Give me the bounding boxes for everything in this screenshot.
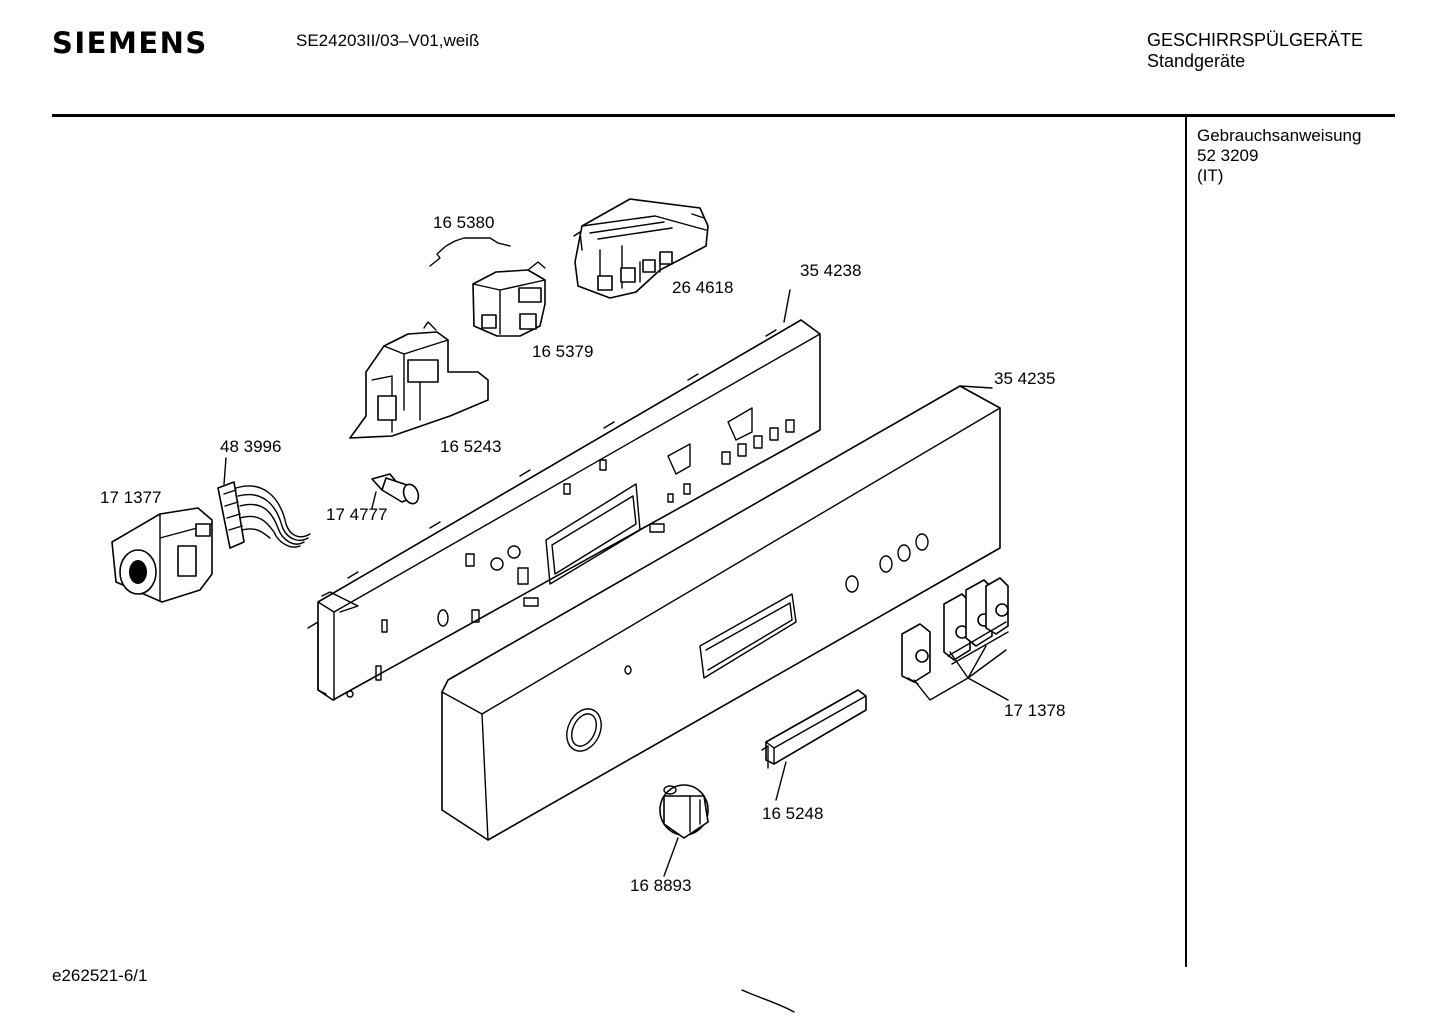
part-264618-switch-block xyxy=(573,198,709,299)
doc-title: Gebrauchsanweisung xyxy=(1197,126,1362,145)
label-264618: 26 4618 xyxy=(672,278,733,297)
part-171378-buttons xyxy=(901,577,1009,685)
model-number: SE24203II/03–V01,weiß xyxy=(296,31,480,50)
part-165380-spring xyxy=(429,237,511,267)
doc-number: 52 3209 xyxy=(1197,146,1259,165)
part-354235-front-panel xyxy=(441,385,1001,841)
brand-logo: SIEMENS xyxy=(52,26,208,60)
part-174777-lamp xyxy=(371,473,420,505)
part-165243-bracket xyxy=(349,321,489,439)
label-171378: 17 1378 xyxy=(1004,701,1065,720)
label-171377: 17 1377 xyxy=(100,488,161,507)
part-354238-inner-panel xyxy=(307,319,821,701)
category-line-2: Standgeräte xyxy=(1147,51,1246,71)
header-divider xyxy=(52,114,1395,117)
documentation-note: Gebrauchsanweisung 52 3209 (IT) xyxy=(1197,126,1361,186)
part-168893-knob xyxy=(659,784,709,839)
label-165380: 16 5380 xyxy=(433,213,494,232)
part-165379-housing xyxy=(472,261,546,337)
doc-language: (IT) xyxy=(1197,166,1224,185)
part-165248-cover xyxy=(761,689,867,769)
part-171377-selector xyxy=(111,507,213,603)
appliance-category: GESCHIRRSPÜLGERÄTE Standgeräte xyxy=(1147,30,1363,72)
label-168893: 16 8893 xyxy=(630,876,691,895)
label-483996: 48 3996 xyxy=(220,437,281,456)
label-165379: 16 5379 xyxy=(532,342,593,361)
drawing-code: e262521-6/1 xyxy=(52,966,148,985)
part-483996-harness xyxy=(217,481,311,549)
sidebar-divider xyxy=(1185,117,1187,967)
leader-lines xyxy=(223,289,1009,1013)
part-labels: 16 5380 26 4618 35 4238 16 5379 35 4235 … xyxy=(100,213,1065,895)
category-line-1: GESCHIRRSPÜLGERÄTE xyxy=(1147,30,1364,50)
label-354238: 35 4238 xyxy=(800,261,861,280)
label-354235: 35 4235 xyxy=(994,369,1055,388)
label-165243: 16 5243 xyxy=(440,437,501,456)
label-174777: 17 4777 xyxy=(326,505,387,524)
label-165248: 16 5248 xyxy=(762,804,823,823)
